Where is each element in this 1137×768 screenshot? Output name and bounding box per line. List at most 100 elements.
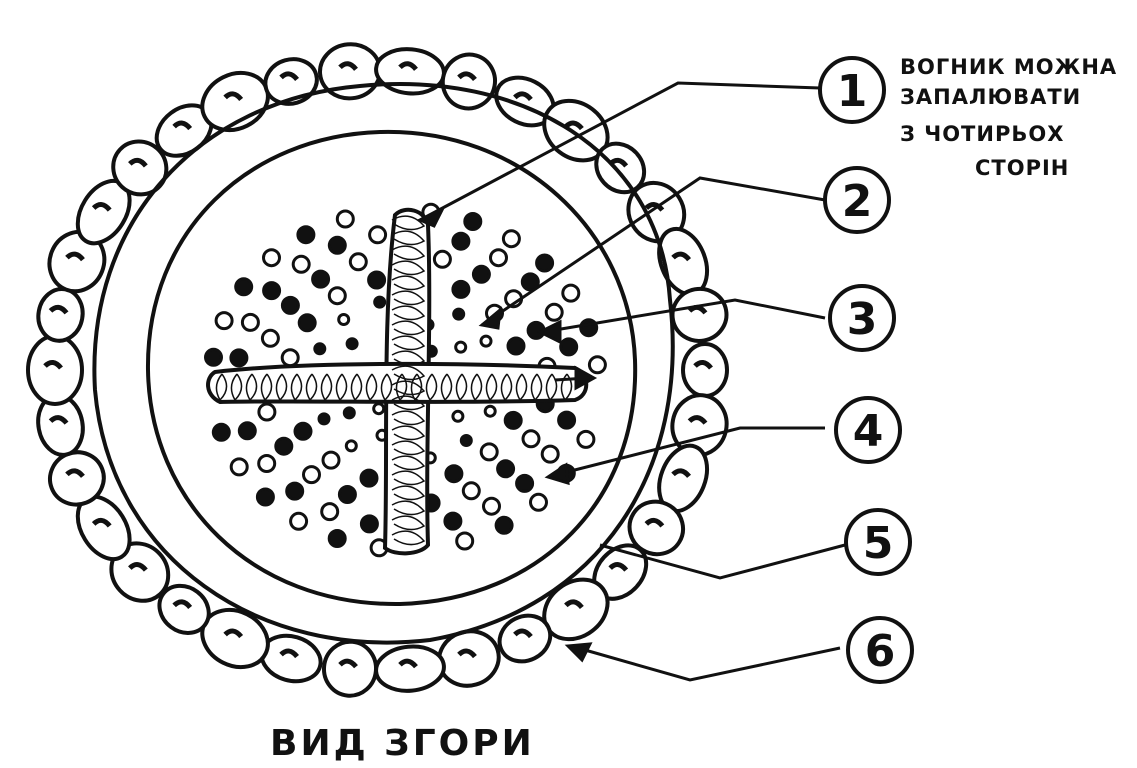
kindling-open-dot <box>231 459 247 475</box>
callout-6-number: 6 <box>865 626 896 677</box>
kindling-open-dot <box>262 330 278 346</box>
kindling-open-dot <box>322 504 338 520</box>
kindling-open-dot <box>481 444 497 460</box>
kindling-filled-dot <box>329 531 345 547</box>
stone <box>374 46 446 96</box>
kindling-filled-dot <box>446 466 462 482</box>
note-line-4: СТОРІН <box>975 156 1069 180</box>
kindling-open-dot <box>578 431 594 447</box>
kindling-filled-dot <box>505 412 521 428</box>
stone <box>436 48 501 114</box>
kindling-open-dot <box>339 315 349 325</box>
kindling-open-dot <box>337 211 353 227</box>
callout-5: 5 <box>846 510 910 574</box>
kindling-filled-dot <box>315 344 325 354</box>
kindling-filled-dot <box>453 233 469 249</box>
kindling-open-dot <box>563 285 579 301</box>
kindling-filled-dot <box>206 349 222 365</box>
kindling-filled-dot <box>461 436 471 446</box>
kindling-filled-dot <box>496 517 512 533</box>
callout-1: 1 <box>820 58 884 122</box>
stone <box>668 284 731 345</box>
kindling-open-dot <box>216 313 232 329</box>
kindling-filled-dot <box>339 487 355 503</box>
kindling-filled-dot <box>498 461 514 477</box>
kindling-filled-dot <box>236 279 252 295</box>
kindling-open-dot <box>546 304 562 320</box>
kindling-filled-dot <box>329 237 345 253</box>
kindling-open-dot <box>259 404 275 420</box>
kindling-filled-dot <box>361 470 377 486</box>
stone <box>34 285 87 344</box>
kindling-filled-dot <box>239 423 255 439</box>
kindling-filled-dot <box>361 516 377 532</box>
kindling-open-dot <box>531 494 547 510</box>
kindling-open-dot <box>434 251 450 267</box>
kindling-filled-dot <box>231 350 247 366</box>
kindling-filled-dot <box>445 513 461 529</box>
kindling-filled-dot <box>276 438 292 454</box>
kindling-open-dot <box>503 231 519 247</box>
kindling-open-dot <box>481 336 491 346</box>
stone <box>374 644 446 694</box>
kindling-open-dot <box>523 431 539 447</box>
kindling-filled-dot <box>287 483 303 499</box>
ignition-note: ВОГНИК МОЖНА ЗАПАЛЮВАТИ З ЧОТИРЬОХ СТОРІ… <box>900 55 1117 180</box>
kindling-open-dot <box>485 406 495 416</box>
note-line-1: ВОГНИК МОЖНА <box>900 55 1117 79</box>
kindling-filled-dot <box>517 475 533 491</box>
kindling-filled-dot <box>282 297 298 313</box>
kindling-open-dot <box>293 256 309 272</box>
kindling-open-dot <box>304 467 320 483</box>
kindling-filled-dot <box>264 283 280 299</box>
stone <box>683 344 727 396</box>
kindling-filled-dot <box>561 339 577 355</box>
kindling-filled-dot <box>453 281 469 297</box>
kindling-filled-dot <box>473 266 489 282</box>
kindling-open-dot <box>346 441 356 451</box>
kindling-open-dot <box>589 357 605 373</box>
leader-4-arrowhead <box>548 465 568 483</box>
stone <box>322 639 379 698</box>
note-line-2: ЗАПАЛЮВАТИ <box>900 85 1081 109</box>
kindling-open-dot <box>282 350 298 366</box>
kindling-open-dot <box>350 254 366 270</box>
kindling-filled-dot <box>369 272 385 288</box>
stone <box>28 336 82 404</box>
kindling-filled-dot <box>313 271 329 287</box>
callout-4-number: 4 <box>853 406 884 457</box>
kindling-open-dot <box>323 452 339 468</box>
kindling-open-dot <box>484 498 500 514</box>
view-caption: ВИД ЗГОРИ <box>270 723 535 764</box>
kindling-filled-dot <box>375 297 385 307</box>
kindling-open-dot <box>329 288 345 304</box>
kindling-filled-dot <box>537 255 553 271</box>
kindling-filled-dot <box>257 489 273 505</box>
kindling-open-dot <box>370 227 386 243</box>
kindling-open-dot <box>242 314 258 330</box>
leader-6 <box>578 648 840 680</box>
kindling-filled-dot <box>347 339 357 349</box>
callout-2-number: 2 <box>842 176 873 227</box>
callout-5-number: 5 <box>863 518 894 569</box>
kindling-open-dot <box>291 513 307 529</box>
kindling-open-dot <box>259 456 275 472</box>
callout-3-number: 3 <box>847 294 878 345</box>
kindling-filled-dot <box>508 338 524 354</box>
kindling-open-dot <box>456 342 466 352</box>
kindling-filled-dot <box>213 424 229 440</box>
callout-1-number: 1 <box>837 66 868 117</box>
kindling-filled-dot <box>465 214 481 230</box>
kindling-filled-dot <box>299 315 315 331</box>
kindling-open-dot <box>542 446 558 462</box>
kindling-filled-dot <box>344 408 354 418</box>
callout-4: 4 <box>836 398 900 462</box>
kindling-filled-dot <box>298 227 314 243</box>
kindling-open-dot <box>264 250 280 266</box>
leader-6-arrowhead <box>568 644 590 660</box>
kindling-open-dot <box>374 404 384 414</box>
kindling-filled-dot <box>559 412 575 428</box>
kindling-filled-dot <box>295 423 311 439</box>
kindling-filled-dot <box>454 309 464 319</box>
